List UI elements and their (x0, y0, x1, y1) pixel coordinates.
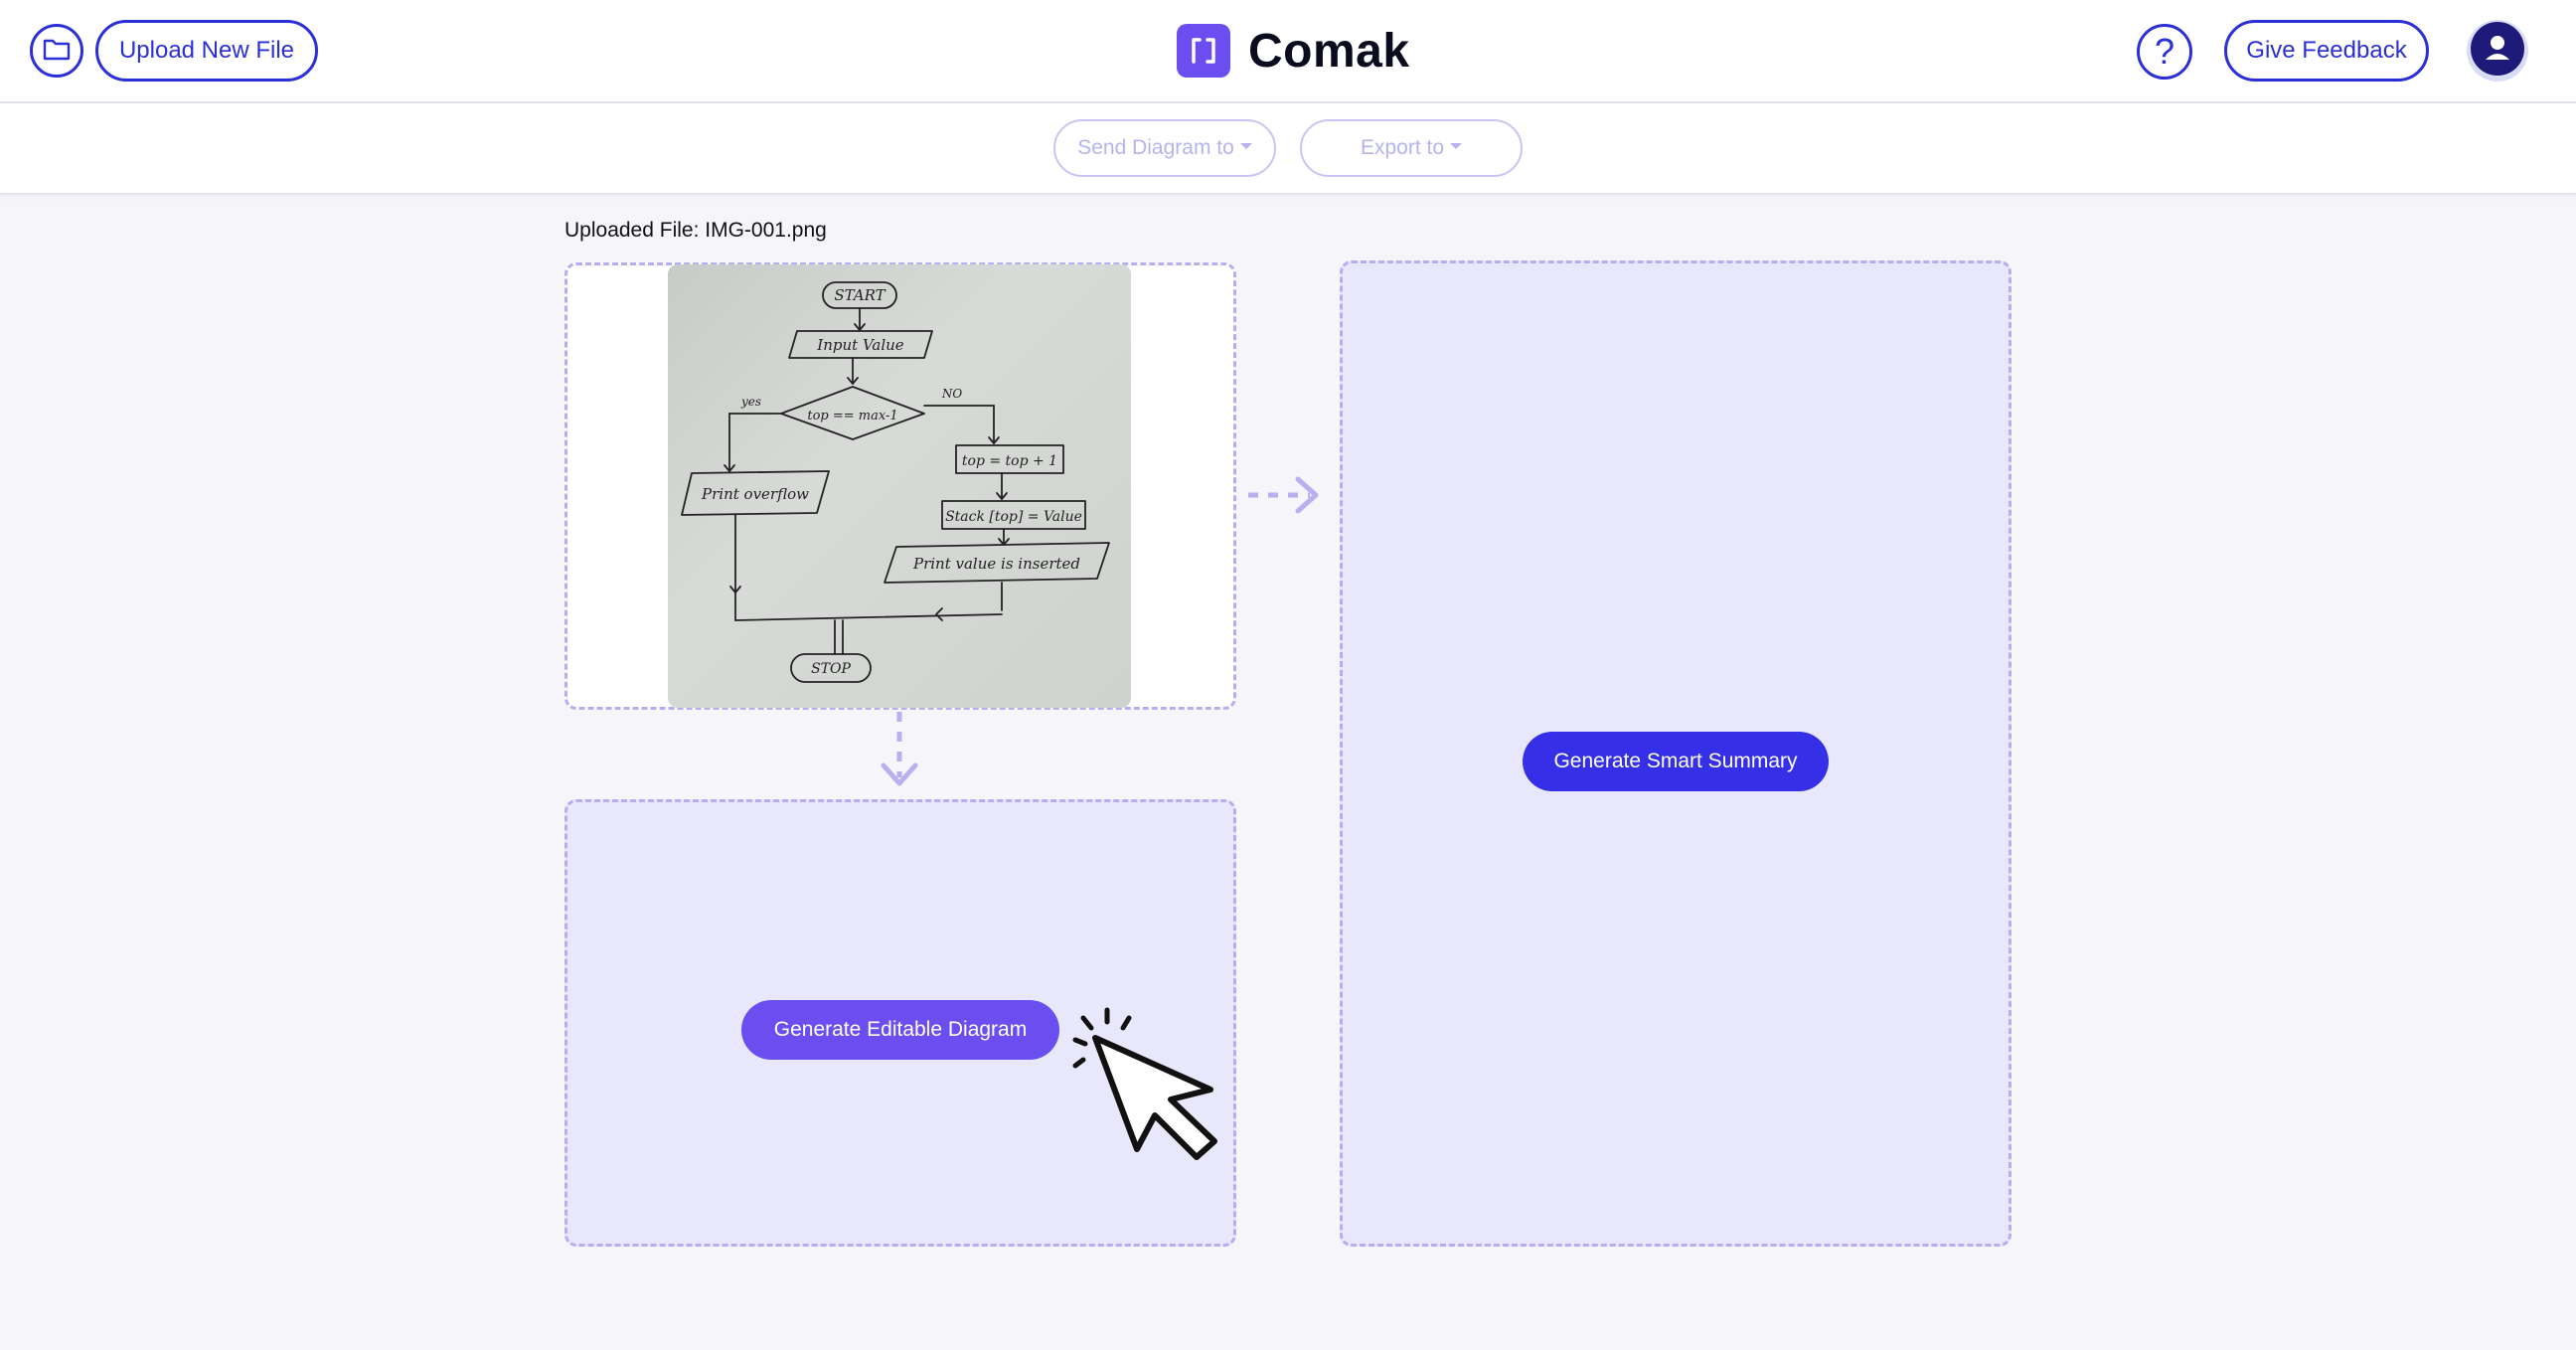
caret-down-icon (1239, 143, 1252, 149)
flow-decision-text: top == max-1 (807, 409, 897, 423)
give-feedback-button[interactable]: Give Feedback (2224, 20, 2429, 82)
action-toolbar: Send Diagram to Export to (0, 103, 2576, 195)
flow-stop-text: STOP (811, 661, 851, 677)
open-folder-button[interactable] (30, 24, 83, 78)
flow-yes-text: yes (740, 395, 761, 409)
send-diagram-label: Send Diagram to (1077, 136, 1234, 159)
flow-no-text: NO (941, 387, 963, 401)
generate-smart-summary-button[interactable]: Generate Smart Summary (1523, 732, 1829, 791)
export-label: Export to (1360, 136, 1445, 159)
export-dropdown[interactable]: Export to (1300, 119, 1523, 177)
comak-logo-icon (1177, 24, 1230, 78)
question-icon: ? (2154, 31, 2175, 72)
brand: Comak (1177, 22, 1410, 80)
flow-increment-text: top = top + 1 (962, 453, 1057, 469)
generate-editable-diagram-button[interactable]: Generate Editable Diagram (741, 1000, 1059, 1060)
upload-new-file-button[interactable]: Upload New File (95, 20, 318, 82)
uploaded-file-label: Uploaded File: IMG-001.png (564, 219, 827, 242)
flow-start-text: START (834, 286, 886, 304)
top-header: Upload New File Comak ? Give Feedback (0, 0, 2576, 103)
pointer-cursor-icon (1063, 1004, 1222, 1168)
flow-print-text: Print value is inserted (912, 555, 1080, 573)
user-avatar[interactable] (2467, 20, 2528, 82)
help-button[interactable]: ? (2137, 24, 2192, 80)
user-icon (2467, 18, 2528, 84)
brand-name: Comak (1248, 24, 1410, 78)
send-diagram-dropdown[interactable]: Send Diagram to (1053, 119, 1276, 177)
caret-down-icon (1450, 143, 1463, 149)
flow-assign-text: Stack [top] = Value (945, 509, 1082, 525)
flow-overflow-text: Print overflow (701, 485, 809, 503)
flowchart-sketch: START Input Value top == max-1 yes NO Pr… (681, 281, 1110, 683)
flow-input-text: Input Value (816, 336, 904, 354)
folder-icon (43, 37, 71, 66)
arrow-down-icon (875, 708, 924, 798)
uploaded-flowchart-image: START Input Value top == max-1 yes NO Pr… (668, 264, 1131, 708)
arrow-right-icon (1244, 467, 1328, 528)
